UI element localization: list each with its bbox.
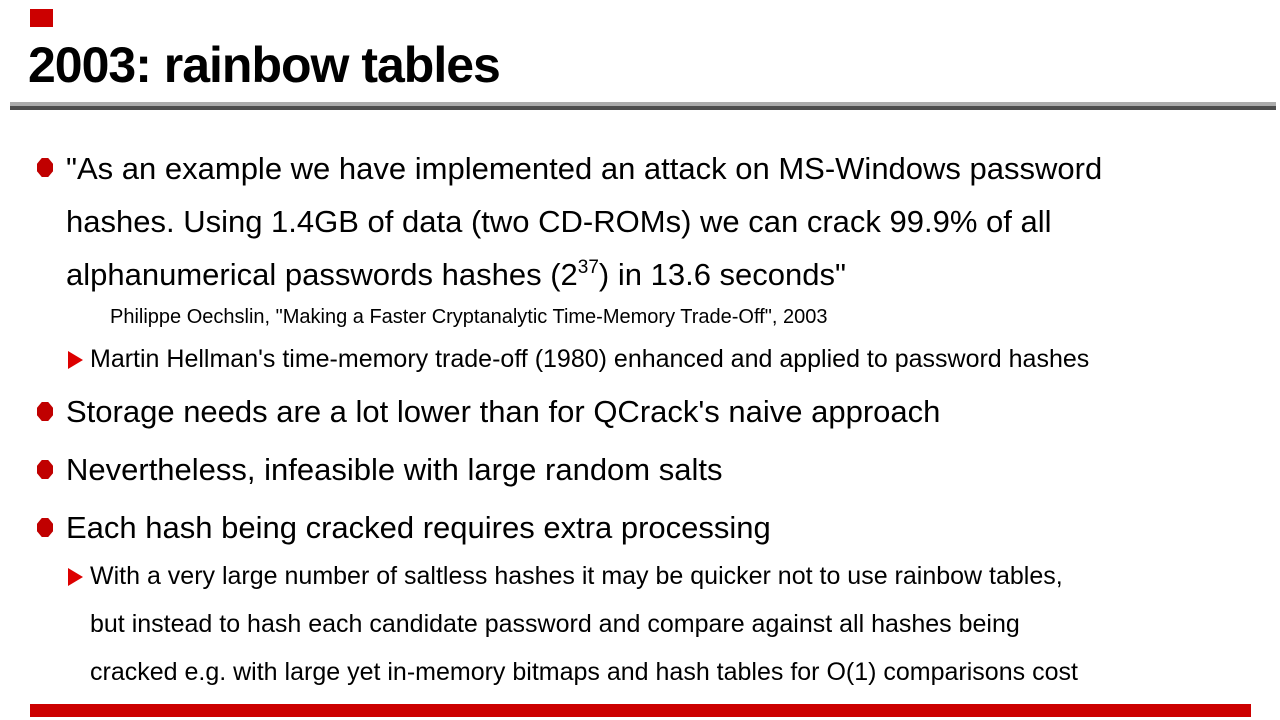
extra-processing-sub-bullet: With a very large number of saltless has…	[90, 552, 1078, 696]
quote-line-3: alphanumerical passwords hashes (237) in…	[66, 248, 1102, 306]
triangle-bullet-icon	[68, 351, 83, 369]
bullet-icon	[37, 402, 53, 421]
rule-dark-band	[10, 106, 1276, 110]
sub-line-3: cracked e.g. with large yet in-memory bi…	[90, 658, 1078, 686]
quote-sub-bullet: Martin Hellman's time-memory trade-off (…	[90, 345, 1090, 373]
bottom-accent-bar	[30, 704, 1251, 717]
corner-accent-square	[30, 9, 53, 27]
bullet-extra-processing: Each hash being cracked requires extra p…	[66, 510, 771, 545]
quote-bullet-text: "As an example we have implemented an at…	[66, 142, 1102, 306]
sub-line-1: With a very large number of saltless has…	[90, 562, 1063, 590]
quote-line-1: "As an example we have implemented an at…	[66, 151, 1103, 186]
bullet-infeasible-salts: Nevertheless, infeasible with large rand…	[66, 452, 723, 487]
bullet-icon	[37, 158, 53, 177]
triangle-bullet-icon	[68, 568, 83, 586]
quote-line-3-post: ) in 13.6 seconds"	[598, 257, 847, 292]
quote-line-3-pre: alphanumerical passwords hashes (2	[66, 257, 578, 292]
bullet-icon	[37, 518, 53, 537]
quote-attribution: Philippe Oechslin, "Making a Faster Cryp…	[110, 306, 828, 328]
slide-title: 2003: rainbow tables	[28, 37, 501, 93]
rule-light-band	[10, 102, 1276, 106]
sub-line-2: but instead to hash each candidate passw…	[90, 610, 1020, 638]
bullet-icon	[37, 460, 53, 479]
title-underline-rule	[10, 102, 1276, 110]
exponent-superscript: 37	[577, 257, 599, 278]
quote-line-2: hashes. Using 1.4GB of data (two CD-ROMs…	[66, 204, 1052, 239]
bullet-storage-needs: Storage needs are a lot lower than for Q…	[66, 394, 941, 429]
